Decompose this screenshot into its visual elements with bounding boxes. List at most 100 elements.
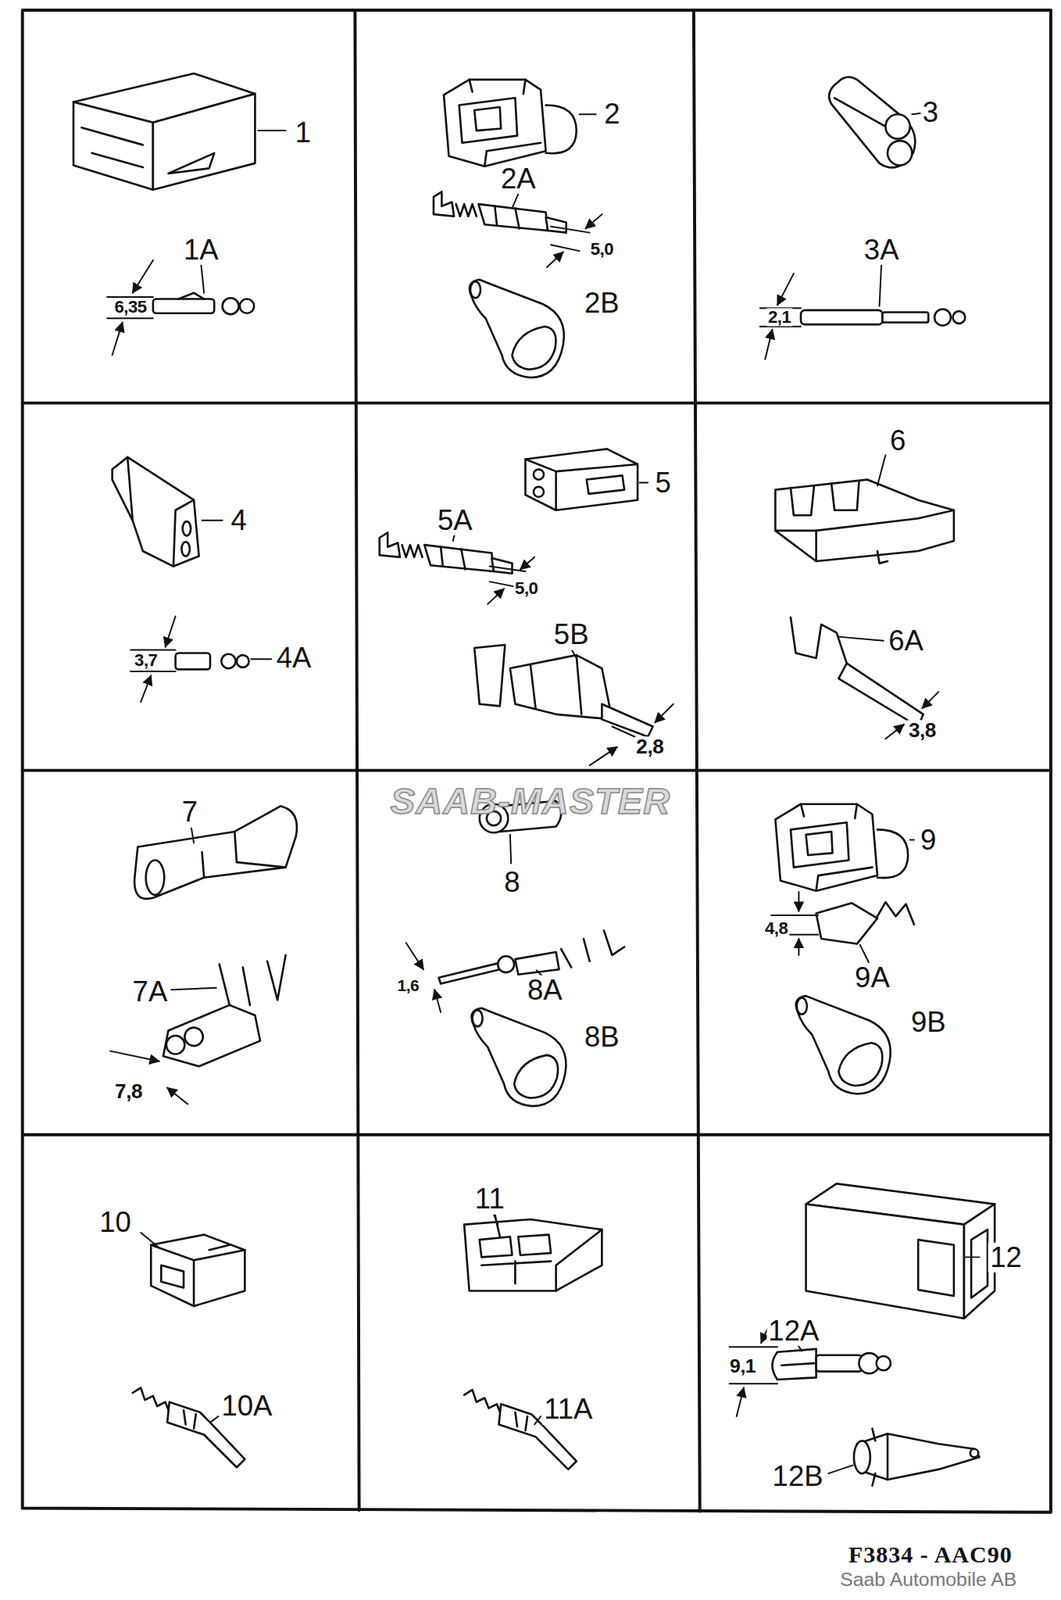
terminal-12a-part xyxy=(781,1362,815,1365)
connector-1-part xyxy=(73,102,154,190)
terminal-1a-part xyxy=(132,260,154,293)
terminal-5b-part xyxy=(589,746,618,765)
terminal-12a-part xyxy=(771,1348,816,1379)
connector-11-part xyxy=(493,1214,498,1225)
connector-3 xyxy=(828,76,921,168)
terminal-8a xyxy=(406,930,625,1012)
callout-number: 5A xyxy=(435,505,475,536)
terminal-9a-part xyxy=(816,902,878,944)
dimension-value: 2,8 xyxy=(634,735,665,758)
terminal-6a-part xyxy=(838,663,923,727)
terminal-3a-part xyxy=(777,273,794,305)
terminal-12a-part xyxy=(816,1354,863,1372)
dimension-value: 1,6 xyxy=(396,976,422,994)
terminal-7a xyxy=(110,954,286,1104)
cell-grid-part xyxy=(22,403,1051,1135)
connector-6 xyxy=(775,454,954,563)
terminal-4a-part xyxy=(221,653,236,669)
connector-7 xyxy=(134,805,297,899)
terminal-1a-part xyxy=(178,292,205,300)
connector-9 xyxy=(775,803,915,891)
connector-4-part xyxy=(112,457,200,567)
callout-number: 7A xyxy=(131,976,170,1007)
boot-8b-part xyxy=(471,1007,567,1106)
callout-number: 2A xyxy=(499,163,538,193)
terminal-5b xyxy=(474,644,674,765)
connector-3-part xyxy=(828,76,915,168)
connector-5-part xyxy=(525,448,638,510)
callout-number: 1 xyxy=(293,117,313,148)
dimension-value: 2,1 xyxy=(766,307,793,326)
copyright-note: Saab Automobile AB xyxy=(838,1568,1019,1590)
connector-1 xyxy=(73,73,286,190)
callout-number: 8A xyxy=(525,974,565,1004)
terminal-7a-part xyxy=(166,1035,186,1054)
terminal-9a xyxy=(771,891,915,965)
terminal-4a-part xyxy=(175,653,211,670)
callout-number: 4A xyxy=(275,643,314,673)
terminal-3a-part xyxy=(764,329,772,360)
connector-9-part xyxy=(910,838,915,840)
terminal-5b-part xyxy=(654,703,674,722)
connector-4-part xyxy=(181,541,190,556)
connector-11-part xyxy=(479,1214,603,1291)
connector-3-part xyxy=(887,140,912,165)
cell-grid-part xyxy=(354,10,700,1511)
terminal-1a xyxy=(107,260,254,355)
terminal-5b-part xyxy=(510,654,613,719)
terminal-1a-part xyxy=(112,322,123,356)
callout-number: 9A xyxy=(853,962,892,993)
connector-1-part xyxy=(153,93,256,190)
connector-8-part xyxy=(510,834,511,864)
connector-3-part xyxy=(834,97,886,127)
connector-3-part xyxy=(885,114,910,139)
callout-number: 2B xyxy=(582,288,622,318)
seal-12b xyxy=(828,1428,979,1486)
seal-12b-part xyxy=(871,1428,888,1486)
terminal-5a-part xyxy=(453,532,526,586)
callout-number: 3A xyxy=(862,235,901,265)
terminal-5b-part xyxy=(601,703,653,737)
connector-6-part xyxy=(877,454,886,486)
connector-10-part xyxy=(150,1234,245,1306)
terminal-6a-part xyxy=(838,636,883,641)
connector-10-part xyxy=(140,1232,158,1247)
terminal-3a-part xyxy=(760,263,882,327)
connector-7-part xyxy=(134,805,297,899)
terminal-7a-part xyxy=(171,987,216,990)
boot-2b xyxy=(469,279,565,378)
callout-number: 6A xyxy=(886,625,926,656)
terminal-5b-part xyxy=(571,648,653,745)
terminal-4a-part xyxy=(165,616,176,647)
callout-number: 10A xyxy=(219,1390,274,1421)
terminal-2a-part xyxy=(585,214,603,229)
terminal-1a-part xyxy=(153,299,215,314)
callout-number: 11A xyxy=(542,1393,594,1424)
connector-5 xyxy=(525,448,648,510)
terminal-6a-part xyxy=(921,691,939,708)
boot-9b xyxy=(796,995,891,1094)
connector-12 xyxy=(806,1182,996,1318)
connector-10 xyxy=(140,1232,245,1306)
terminal-8a-part xyxy=(497,955,515,972)
terminal-9a-part xyxy=(877,901,915,925)
watermark: SAAB-MASTER xyxy=(389,781,672,820)
connector-4-part xyxy=(127,457,194,567)
terminal-9a-part xyxy=(797,938,800,955)
connector-1-part xyxy=(81,127,215,174)
callout-number: 10 xyxy=(97,1207,133,1237)
seal-12b-part xyxy=(853,1439,871,1473)
terminal-4a-part xyxy=(236,654,250,668)
connector-5-part xyxy=(533,486,544,497)
terminal-5b-part xyxy=(530,654,582,715)
terminal-1a-part xyxy=(107,263,204,318)
terminal-5a-part xyxy=(487,588,504,604)
terminal-2a xyxy=(433,191,602,268)
terminal-3a-part xyxy=(953,310,966,324)
terminal-3a-part xyxy=(882,311,929,322)
callout-number: 9 xyxy=(918,824,938,854)
connector-2-part xyxy=(443,79,577,167)
callout-number: 3 xyxy=(921,96,940,127)
callout-number: 12A xyxy=(766,1315,821,1346)
